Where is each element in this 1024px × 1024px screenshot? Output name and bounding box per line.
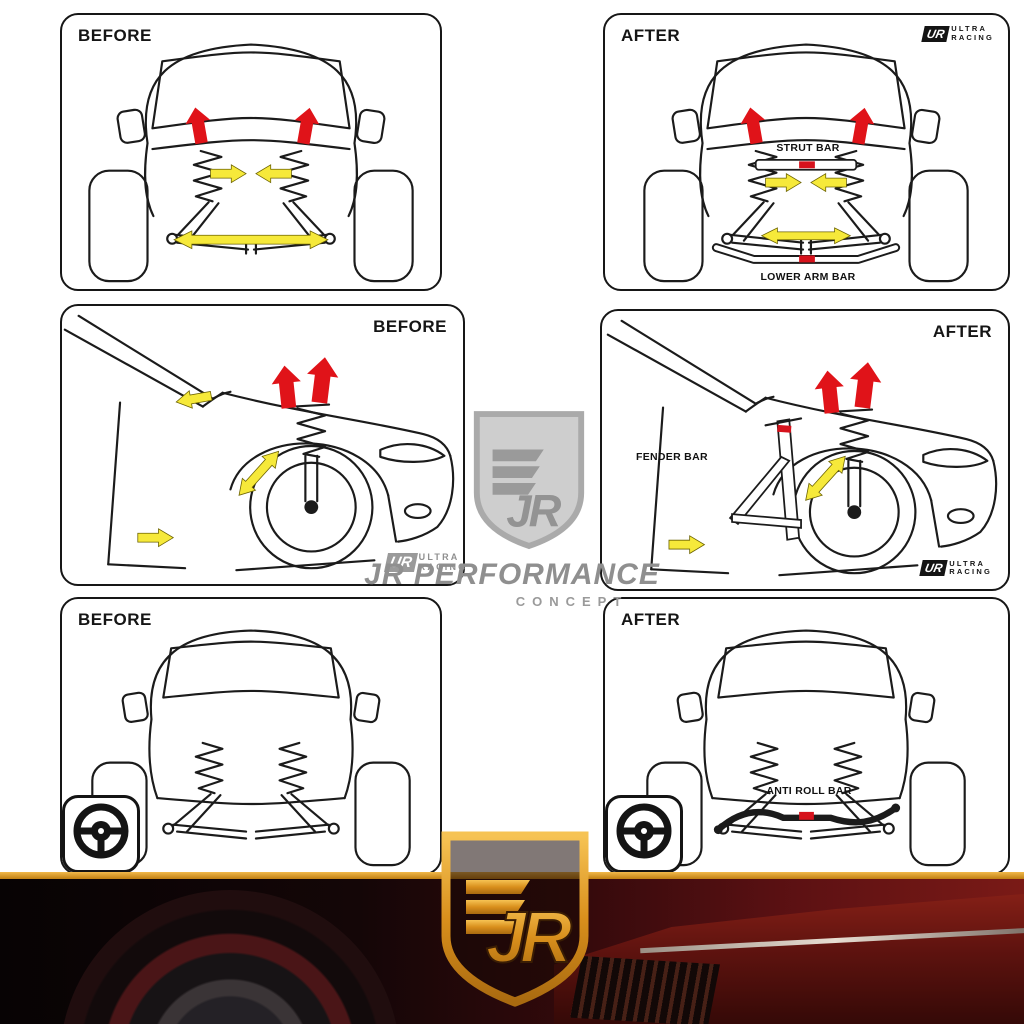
- jr-gold-badge: JR: [430, 824, 600, 1014]
- panel-state-label: AFTER: [932, 322, 992, 341]
- jr-monogram: JR: [486, 898, 572, 978]
- red-up-arrow: [182, 105, 214, 146]
- steering-wheel-badge: [62, 795, 140, 873]
- anti-roll-bar-mount: [713, 825, 723, 835]
- ultra-racing-logo: UR ULTRA RACING: [919, 558, 992, 577]
- panel-front-before: BEFORE: [60, 13, 442, 291]
- rear-suspension-illustration-after: [646, 629, 966, 867]
- yellow-inward-arrow: [810, 173, 847, 192]
- red-up-arrow: [846, 105, 877, 146]
- panel-rear-before: BEFORE: [60, 597, 442, 875]
- steering-wheel-badge: [605, 795, 683, 873]
- steering-wheel-icon: [65, 798, 137, 870]
- ultra-racing-logo: UR ULTRA RACING: [921, 24, 994, 42]
- racing-text: RACING: [418, 562, 468, 573]
- fender-bar: [776, 418, 801, 541]
- ur-bar-logo: [799, 255, 815, 263]
- ur-bar-logo: [777, 424, 792, 433]
- panel-side-after: AFTER FENDER BAR UR ULTRA RACING: [600, 309, 1010, 591]
- racing-text: RACING: [951, 32, 994, 42]
- steering-wheel-icon: [608, 798, 680, 870]
- fender-vent: [570, 956, 720, 1024]
- panel-side-before: BEFORE: [60, 304, 465, 586]
- ultra-racing-wordmark: ULTRA RACING: [951, 24, 994, 42]
- yellow-inward-arrow: [255, 164, 292, 184]
- yellow-double-arrow: [760, 227, 852, 245]
- fender-bar-label: FENDER BAR: [636, 451, 708, 463]
- car-front-outline: [88, 43, 414, 283]
- ur-monogram: UR: [921, 25, 950, 42]
- red-up-arrow: [846, 360, 884, 410]
- panel-front-after: AFTER STRUT BAR LOWER ARM BAR UR ULTRA R…: [603, 13, 1010, 291]
- panel-state-label: BEFORE: [78, 610, 152, 629]
- ultra-text: ULTRA: [951, 24, 988, 33]
- lower-arm-bar-label: LOWER ARM BAR: [760, 271, 856, 283]
- ultra-racing-wordmark: ULTRA RACING: [949, 558, 992, 577]
- fender-bar-flange: [764, 417, 803, 427]
- watermark-title: JR PERFORMANCE: [364, 558, 660, 591]
- badge-wing-stripe: [466, 900, 525, 914]
- fender-bar-brace: [728, 455, 791, 526]
- jr-watermark-shield: JR: [465, 406, 593, 554]
- front-suspension-illustration-after: [643, 43, 969, 283]
- yellow-arrow: [174, 386, 214, 412]
- car-side-outline: [606, 319, 998, 577]
- front-suspension-illustration-before: [88, 43, 414, 283]
- panel-state-label: AFTER: [621, 26, 681, 45]
- watermark-subtitle: CONCEPT: [515, 594, 629, 609]
- ultra-racing-logo-gray: UR ULTRA RACING: [383, 552, 468, 573]
- side-fender-illustration-after: [606, 319, 998, 577]
- panel-state-label: BEFORE: [78, 26, 152, 45]
- jr-monogram: JR: [506, 485, 561, 536]
- yellow-inward-arrow: [765, 173, 802, 192]
- red-up-arrow: [812, 369, 847, 415]
- ur-bar-logo: [799, 161, 815, 169]
- fender-bar-arm: [731, 513, 802, 529]
- car-rear-outline: [646, 629, 966, 867]
- ultra-text: ULTRA: [418, 552, 460, 562]
- red-up-arrow: [738, 105, 769, 146]
- badge-wing-stripe: [466, 880, 530, 894]
- panel-state-label: BEFORE: [373, 317, 447, 336]
- strut-bar-label: STRUT BAR: [776, 142, 840, 154]
- anti-roll-bar-mount: [891, 803, 901, 813]
- yellow-arrow: [137, 528, 174, 548]
- anti-roll-bar-label: ANTI ROLL BAR: [766, 785, 852, 797]
- panel-state-label: AFTER: [621, 610, 681, 629]
- badge-shield: [441, 831, 589, 1007]
- car-wheel-photo: [60, 890, 400, 1024]
- yellow-inward-arrow: [210, 164, 247, 184]
- side-fender-illustration-before: [63, 314, 455, 572]
- ur-bar-logo: [799, 811, 814, 820]
- panel-rear-after: AFTER ANTI ROLL BAR: [603, 597, 1010, 875]
- red-up-arrow: [291, 105, 322, 146]
- ultra-racing-wordmark: ULTRA RACING: [419, 552, 468, 573]
- ultra-text: ULTRA: [949, 558, 986, 568]
- badge-wing-stripe: [466, 920, 520, 934]
- racing-text: RACING: [949, 567, 992, 577]
- yellow-arrow: [668, 535, 705, 555]
- red-up-arrow: [269, 364, 304, 410]
- car-side-outline: [63, 314, 455, 572]
- yellow-double-arrow: [173, 230, 329, 250]
- red-up-arrow: [303, 355, 341, 405]
